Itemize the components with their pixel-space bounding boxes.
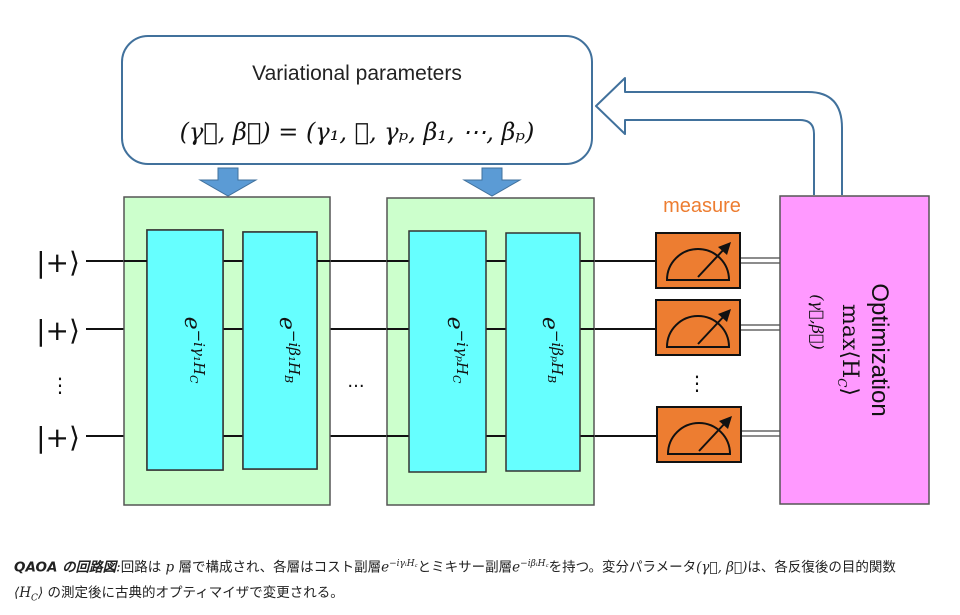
svg-text:max⟨HC⟩: max⟨HC⟩ <box>835 304 862 396</box>
gate-mixer-p <box>505 232 581 472</box>
optimizer-formula: max⟨HC⟩ <box>835 304 862 396</box>
caption-p: p <box>165 559 175 576</box>
caption-title: QAOA の回路図 <box>14 559 117 576</box>
params-box-title: Variational parameters <box>252 62 462 85</box>
down-arrow-icon <box>198 167 258 197</box>
caption-cost-exponent: −iγᵢH꜀ <box>389 559 418 569</box>
caption-line-2: ⟨HC⟩ の測定後に古典的オプティマイザで変更される。 <box>14 584 344 604</box>
svg-text:Optimization: Optimization <box>866 283 893 416</box>
input-ket-n: |+⟩ <box>36 421 80 454</box>
caption-mixer-exponent: −iβᵢH꜀ <box>520 559 549 569</box>
meter-2 <box>655 299 741 356</box>
classical-wires <box>740 257 780 437</box>
gate-mixer-1-label: e−iβ₁HB <box>274 317 303 383</box>
svg-text:e−iγₚHC: e−iγₚHC <box>442 317 471 384</box>
caption-params: (γ⃗, β⃗) <box>696 559 748 576</box>
caption-line-1: QAOA の回路図:回路は p 層で構成され、各層はコスト副層e−iγᵢH꜀とミ… <box>14 559 896 576</box>
input-vertical-dots: ⋮ <box>50 373 70 397</box>
optimizer-formula-under: (γ⃗,β⃗) <box>808 294 827 350</box>
svg-text:e−iβₚHB: e−iβₚHB <box>537 317 566 383</box>
feedback-arrow-icon <box>595 77 843 195</box>
svg-text:(γ⃗,β⃗): (γ⃗,β⃗) <box>808 294 827 350</box>
meter-1 <box>655 232 741 289</box>
meter-dial-icon <box>665 315 731 348</box>
between-layers-dots: ··· <box>347 376 364 397</box>
input-ket-2: |+⟩ <box>36 314 80 347</box>
gate-mixer-p-label: e−iβₚHB <box>537 317 566 383</box>
measure-vertical-dots: ⋮ <box>687 371 707 395</box>
gate-cost-p <box>408 230 487 473</box>
meter-dial-icon <box>666 422 732 455</box>
optimizer-title: Optimization <box>866 283 893 416</box>
variational-params-box <box>121 35 593 165</box>
measure-label: measure <box>663 195 741 217</box>
gate-cost-1-label: e−iγ₁HC <box>179 317 208 384</box>
svg-text:e−iβ₁HB: e−iβ₁HB <box>274 317 303 383</box>
figure-caption: QAOA の回路図:回路は p 層で構成され、各層はコスト副層e−iγᵢH꜀とミ… <box>14 552 954 611</box>
svg-text:e−iγ₁HC: e−iγ₁HC <box>179 317 208 384</box>
params-box-formula: (γ⃗, β⃗) = (γ₁, ⋯, γₚ, β₁, ⋯, βₚ) <box>180 118 535 146</box>
down-arrow-icon <box>462 167 522 197</box>
input-ket-1: |+⟩ <box>36 246 80 279</box>
gate-cost-p-label: e−iγₚHC <box>442 317 471 384</box>
optimizer-box <box>779 195 930 505</box>
meter-n <box>656 406 742 463</box>
meter-dial-icon <box>665 248 731 281</box>
